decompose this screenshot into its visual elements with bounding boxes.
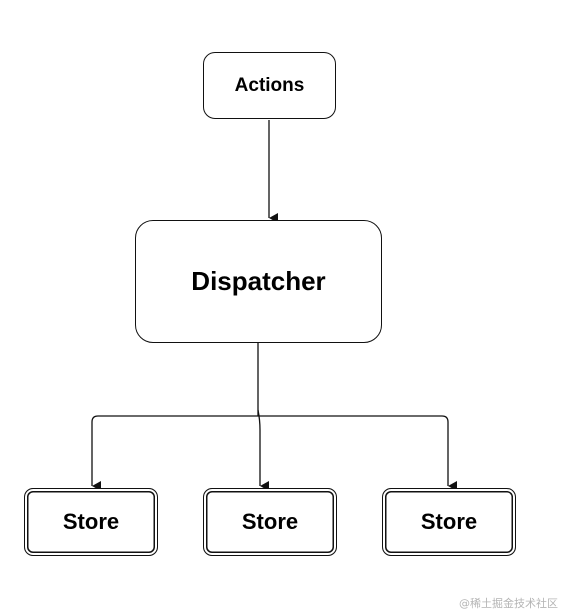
dispatcher-label: Dispatcher (191, 266, 326, 296)
store-node-1: Store (24, 488, 158, 556)
actions-label: Actions (234, 74, 305, 96)
actions-node: Actions (203, 52, 336, 119)
store-node-2: Store (203, 488, 337, 556)
store-label-3: Store (420, 509, 478, 534)
edge-dispatcher-to-store-2 (257, 409, 269, 491)
store-node-3: Store (382, 488, 516, 556)
edge-branch-bar (91, 415, 449, 423)
store-label-2: Store (241, 509, 299, 534)
store-label-1: Store (62, 509, 120, 534)
dispatcher-node: Dispatcher (135, 220, 382, 343)
watermark: @稀土掘金技术社区 (459, 597, 558, 610)
